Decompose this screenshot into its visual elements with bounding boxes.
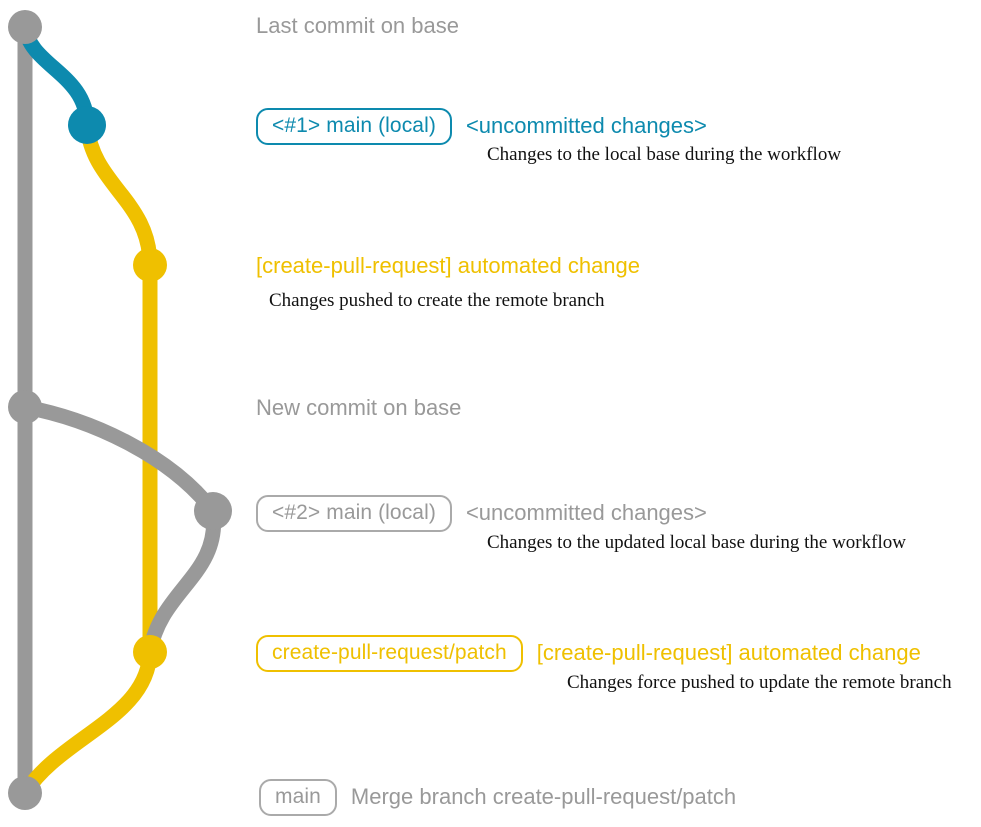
commit-message-automated-change-2: [create-pull-request] automated change: [536, 640, 921, 665]
branch-pill-local-1[interactable]: <#1> main (local): [256, 108, 452, 145]
branch-pill-local-2[interactable]: <#2> main (local): [256, 495, 452, 532]
commit-message-automated-change-1: [create-pull-request] automated change: [256, 253, 641, 278]
commit-node-local-1[interactable]: [68, 106, 106, 144]
commit-message-local-2: <uncommitted changes>: [465, 500, 707, 525]
commit-node-merge[interactable]: [8, 776, 42, 810]
label-new-commit-on-base: New commit on base: [256, 395, 462, 420]
row-automated-change-2: create-pull-request/patch [create-pull-r…: [256, 635, 921, 672]
branch-pill-main[interactable]: main: [259, 779, 337, 816]
row-local-2: <#2> main (local) <uncommitted changes>: [256, 495, 707, 532]
commit-message-merge: Merge branch create-pull-request/patch: [350, 784, 737, 809]
edge-patch-2-to-merge: [17, 644, 158, 801]
description-local-2: Changes to the updated local base during…: [487, 532, 906, 553]
edge-local-1-to-patch-1: [79, 117, 158, 273]
branch-pill-create-pull-request-patch[interactable]: create-pull-request/patch: [256, 635, 523, 672]
description-automated-change-1: Changes pushed to create the remote bran…: [269, 290, 605, 311]
commit-node-automated-change-1[interactable]: [133, 248, 167, 282]
row-local-1: <#1> main (local) <uncommitted changes>: [256, 108, 707, 145]
commit-node-last-commit-on-base[interactable]: [8, 10, 42, 44]
label-last-commit-on-base: Last commit on base: [256, 13, 459, 38]
commit-node-automated-change-2[interactable]: [133, 635, 167, 669]
commit-node-new-commit-on-base[interactable]: [8, 390, 42, 424]
row-merge: main Merge branch create-pull-request/pa…: [259, 779, 736, 816]
commit-message-local-1: <uncommitted changes>: [465, 113, 707, 138]
edge-base-to-local-2: [17, 399, 221, 519]
commit-node-local-2[interactable]: [194, 492, 232, 530]
description-local-1: Changes to the local base during the wor…: [487, 144, 842, 165]
edge-local-2-to-patch-2: [142, 503, 222, 660]
description-automated-change-2: Changes force pushed to update the remot…: [567, 672, 952, 693]
